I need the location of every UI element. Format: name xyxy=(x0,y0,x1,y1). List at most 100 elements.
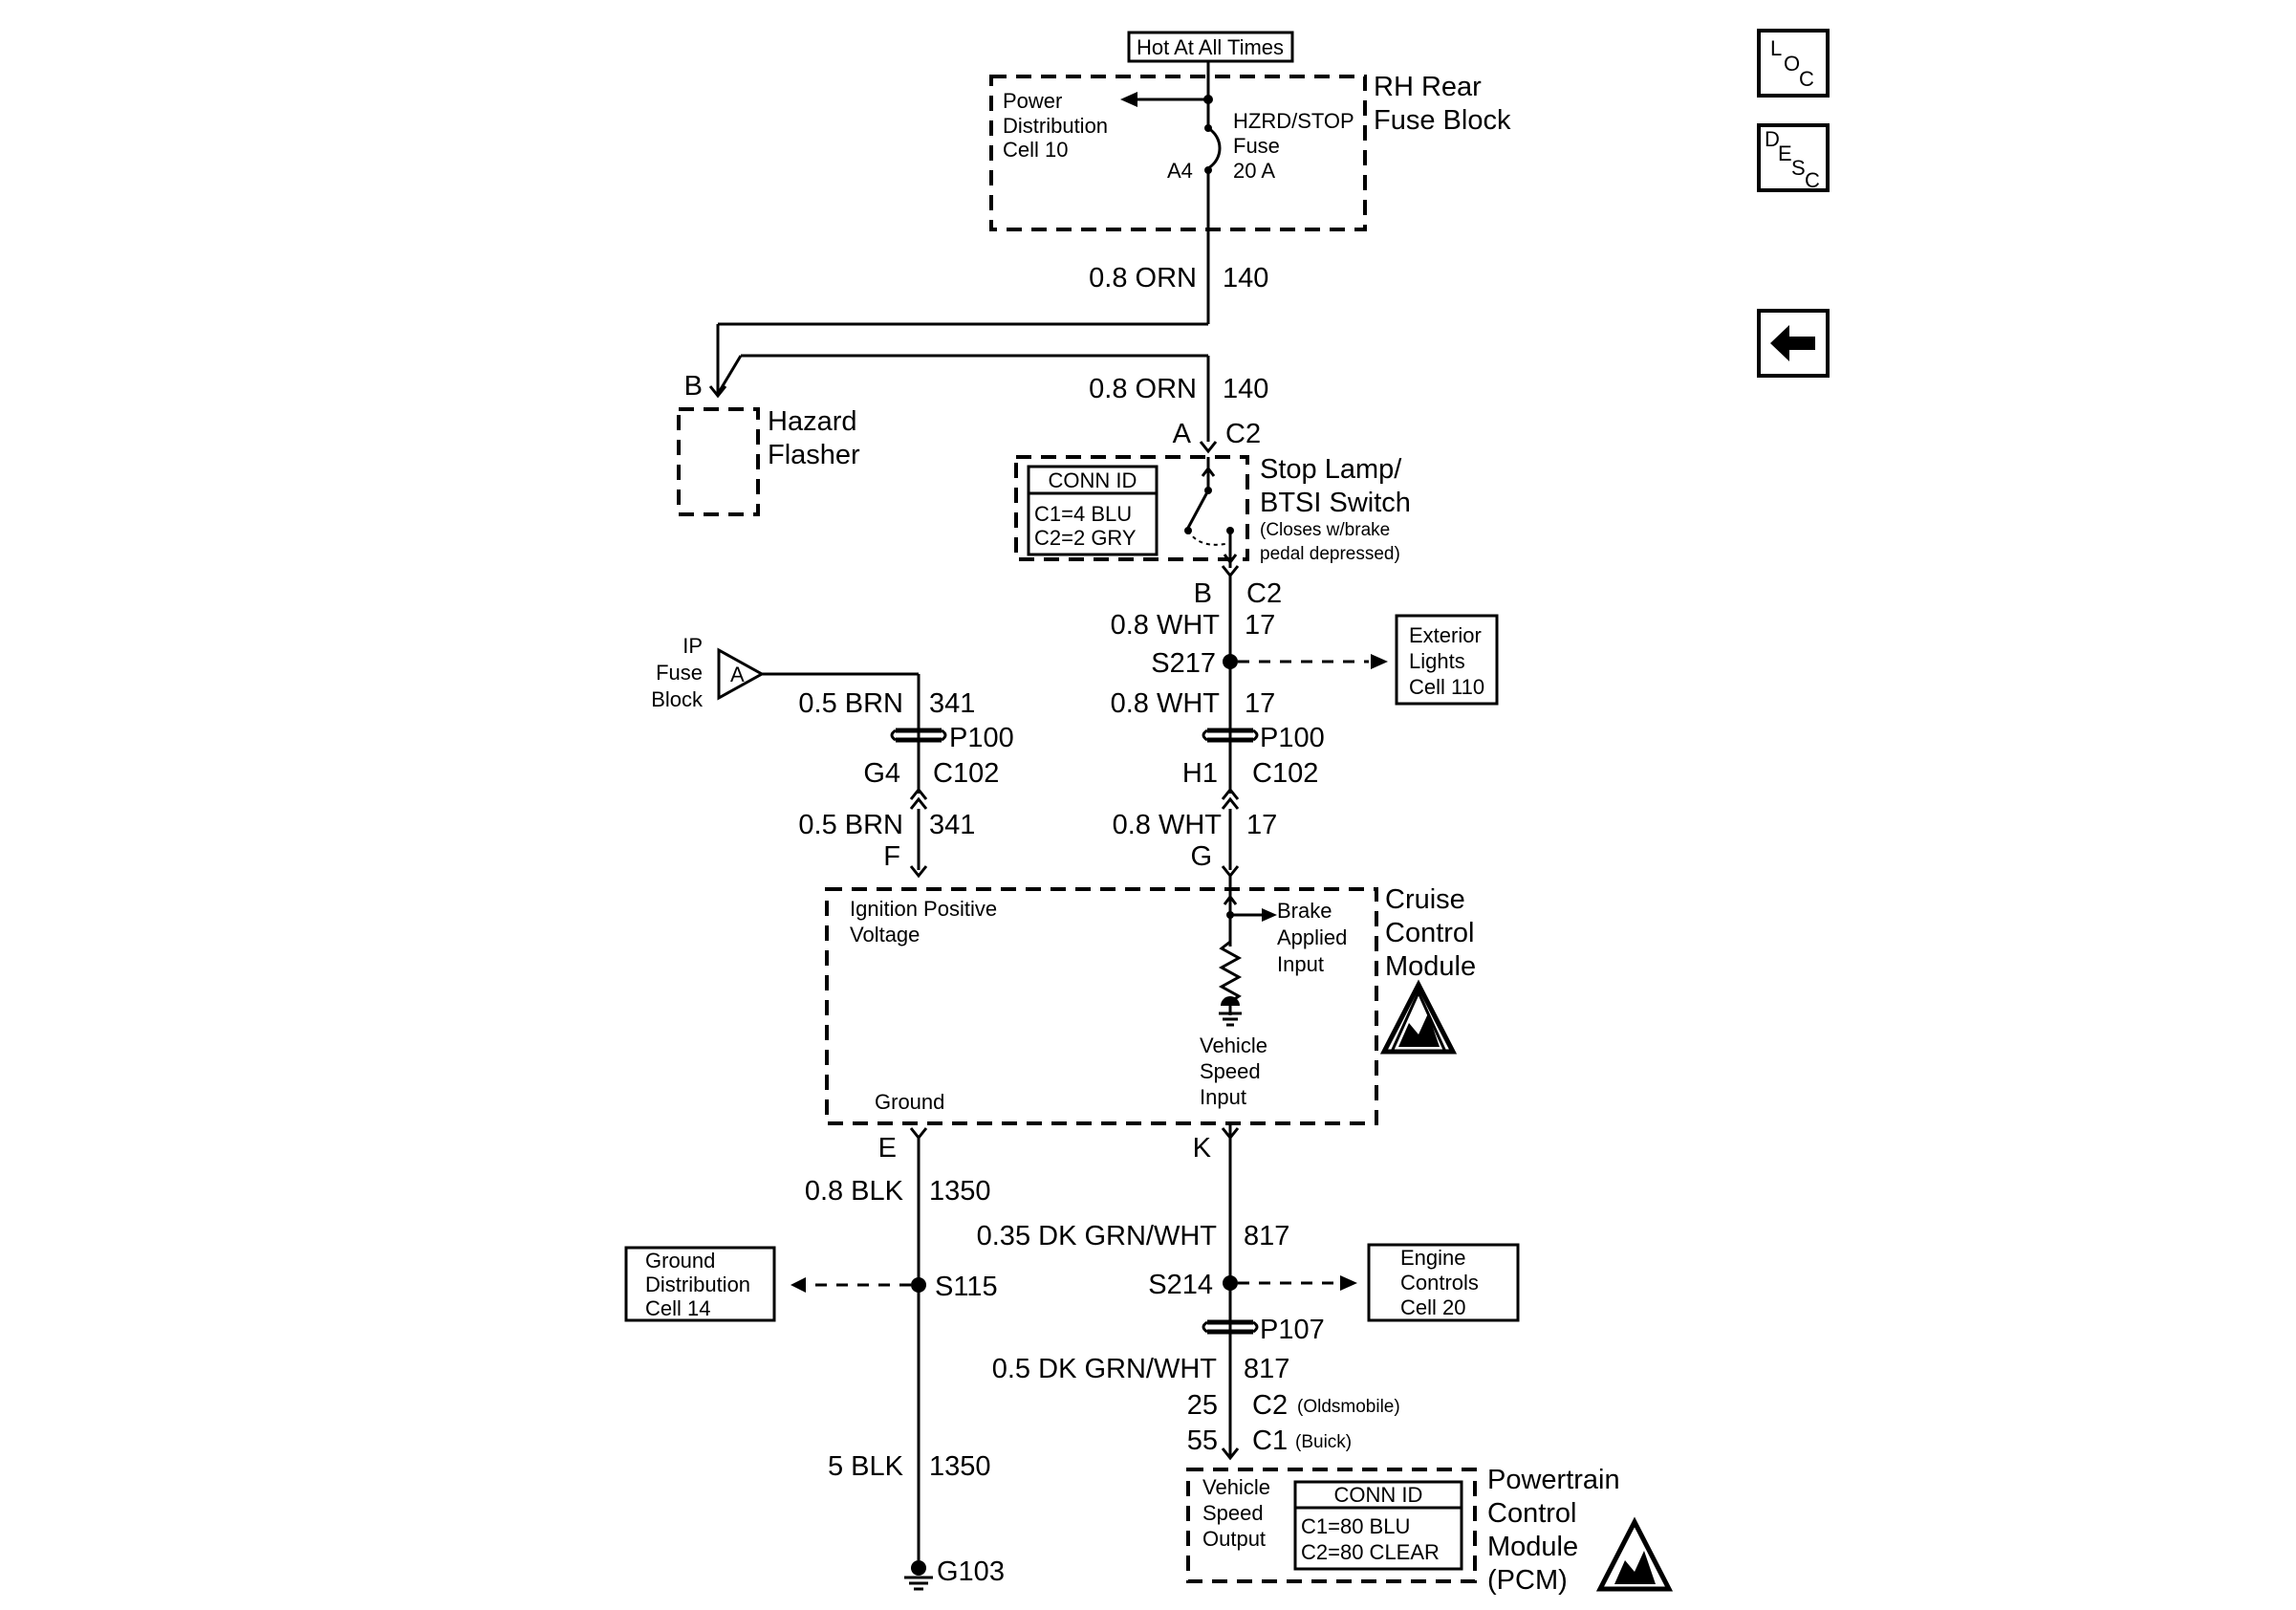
fuse-block-label-2: Fuse Block xyxy=(1374,105,1511,136)
switch-conn-bottom: C2 xyxy=(1246,578,1282,609)
wire-grn-lower-size: 0.5 DK GRN/WHT xyxy=(992,1354,1218,1384)
wire-wht-upper-circuit: 17 xyxy=(1245,610,1275,641)
desc-letter-4: C xyxy=(1805,168,1820,192)
fuse-pin-label: A4 xyxy=(1167,159,1193,183)
splice-s217-dot xyxy=(1223,654,1238,669)
fuse-block-label-1: RH Rear xyxy=(1374,72,1482,102)
c102-left-connector-bottom-icon xyxy=(909,796,928,810)
engine-controls-label-1: Engine xyxy=(1400,1246,1466,1270)
wire-brn-upper-size: 0.5 BRN xyxy=(798,688,903,719)
circuit-817: K 0.35 DK GRN/WHT 817 S214 Engine Contro… xyxy=(977,1123,1520,1461)
back-button[interactable] xyxy=(1757,309,1830,378)
cruise-module-label-3: Module xyxy=(1385,951,1476,982)
brake-input-label-1: Brake xyxy=(1277,899,1332,923)
c102-right-label: C102 xyxy=(1252,758,1318,789)
circuit-1350: E 0.8 BLK 1350 S115 Ground Distribution … xyxy=(624,1127,1005,1591)
switch-arrow-up-icon xyxy=(1201,466,1216,477)
wire-wht-mid-size: 0.8 WHT xyxy=(1111,688,1221,719)
brake-input-arrow-icon xyxy=(1262,908,1277,922)
stop-lamp-switch: A C2 CONN ID C1=4 BLU C2=2 GRY Stop Lamp… xyxy=(1014,419,1411,609)
flasher-pin-label: B xyxy=(684,371,703,402)
c102-right-connector-bottom-icon xyxy=(1221,796,1240,810)
pcm-conn-c1-note: (Buick) xyxy=(1295,1432,1352,1452)
rh-rear-fuse-block-outline xyxy=(989,75,1367,231)
vss-input-label-3: Input xyxy=(1200,1085,1246,1109)
pcm-connector-icon xyxy=(1221,1447,1240,1461)
wire-orn-upper-size: 0.8 ORN xyxy=(1089,263,1197,294)
pdist-label-3: Cell 10 xyxy=(1003,138,1068,162)
exterior-lights-label-2: Lights xyxy=(1409,649,1465,673)
splice-s214-label: S214 xyxy=(1148,1270,1213,1300)
desc-letter-1: D xyxy=(1765,127,1780,151)
ground-dist-label-1: Ground xyxy=(645,1249,715,1273)
s217-reference-arrow-icon xyxy=(1371,654,1388,669)
pdist-label-2: Distribution xyxy=(1003,114,1108,138)
hazard-flasher-outline xyxy=(677,407,760,516)
cruise-pin-e-connector-icon xyxy=(909,1127,928,1141)
wire-wht-lower-circuit: 17 xyxy=(1246,810,1277,840)
splice-s115-dot xyxy=(911,1277,926,1293)
pcm-label-1: Powertrain xyxy=(1487,1465,1620,1495)
module-ground-icon xyxy=(1219,996,1242,1027)
ground-distribution-box xyxy=(624,1246,776,1322)
switch-conn-id-title: CONN ID xyxy=(1049,468,1137,492)
switch-conn-id-row-2: C2=2 GRY xyxy=(1034,526,1137,550)
desc-letter-3: S xyxy=(1791,156,1806,180)
stop-switch-label-1: Stop Lamp/ xyxy=(1260,454,1402,485)
cruise-ground-label: Ground xyxy=(875,1090,944,1114)
wire-brn-lower-size: 0.5 BRN xyxy=(798,810,903,840)
engine-controls-label-2: Controls xyxy=(1400,1271,1479,1295)
circuit-140: 0.8 ORN 140 0.8 ORN 140 xyxy=(716,170,1268,442)
switch-conn-top: C2 xyxy=(1225,419,1261,449)
ground-point-label: G103 xyxy=(937,1556,1005,1587)
pcm-pin-25: 25 xyxy=(1187,1390,1218,1421)
cruise-pin-g: G xyxy=(1190,841,1212,872)
stop-switch-label-2: BTSI Switch xyxy=(1260,488,1411,518)
cruise-module-label-2: Control xyxy=(1385,918,1475,948)
ground-dist-label-2: Distribution xyxy=(645,1273,750,1296)
splice-s115-label: S115 xyxy=(935,1272,998,1302)
wire-blk-upper-circuit: 1350 xyxy=(929,1176,991,1207)
stop-switch-note-1: (Closes w/brake xyxy=(1260,520,1390,540)
loc-letter-1: L xyxy=(1770,36,1782,60)
engine-controls-label-3: Cell 20 xyxy=(1400,1295,1465,1319)
desc-letter-2: E xyxy=(1778,141,1792,165)
fuse-label-1: HZRD/STOP xyxy=(1233,109,1354,133)
cruise-pin-f-connector-icon xyxy=(909,865,928,879)
ip-fuse-label-3: Block xyxy=(651,687,704,711)
stop-switch-note-2: pedal depressed) xyxy=(1260,544,1400,564)
pcm-label-3: Module xyxy=(1487,1532,1578,1562)
flasher-pin-b-connector-icon xyxy=(708,385,727,399)
wire-grn-lower-circuit: 817 xyxy=(1244,1354,1289,1384)
stop-switch-outline xyxy=(1014,455,1249,561)
pcm-conn-c1: C1 xyxy=(1252,1425,1288,1456)
p100-left-label: P100 xyxy=(949,723,1014,753)
wire-grn-upper-size: 0.35 DK GRN/WHT xyxy=(977,1221,1218,1251)
p107-label: P107 xyxy=(1260,1315,1325,1345)
pcm-label-4: (PCM) xyxy=(1487,1565,1568,1596)
cruise-module-label-1: Cruise xyxy=(1385,884,1465,915)
wire-orn-lower-circuit: 140 xyxy=(1223,374,1268,404)
pcm-pin-55: 55 xyxy=(1187,1425,1218,1456)
splice-s217-label: S217 xyxy=(1151,648,1216,679)
switch-mechanical-link xyxy=(1187,530,1231,546)
loc-button[interactable]: L O C xyxy=(1757,29,1830,98)
power-source: Hot At All Times RH Rear Fuse Block Powe… xyxy=(989,31,1511,231)
desc-button[interactable]: D E S C xyxy=(1757,123,1830,192)
pcm-conn-id-title: CONN ID xyxy=(1334,1483,1423,1507)
hazard-flasher: B Hazard Flasher xyxy=(677,371,860,516)
brake-input-label-3: Input xyxy=(1277,952,1324,976)
switch-blade-icon xyxy=(1186,490,1210,529)
powertrain-control-module: Vehicle Speed Output CONN ID C1=80 BLU C… xyxy=(1186,1465,1674,1596)
cruise-module-outline xyxy=(825,887,1378,1125)
hot-at-all-times-label-box xyxy=(1127,31,1294,63)
wire-wht-mid-circuit: 17 xyxy=(1245,688,1275,719)
switch-conn-id-box xyxy=(1027,465,1159,556)
pcm-vso-label-1: Vehicle xyxy=(1202,1475,1270,1499)
p107-passthrough-icon xyxy=(1202,1319,1259,1335)
c102-right-connector-top-icon xyxy=(1221,787,1240,800)
fuse-icon xyxy=(1207,126,1222,170)
esd-warning-icon xyxy=(1379,979,1458,1055)
switch-conn-id-row-1: C1=4 BLU xyxy=(1034,502,1132,526)
